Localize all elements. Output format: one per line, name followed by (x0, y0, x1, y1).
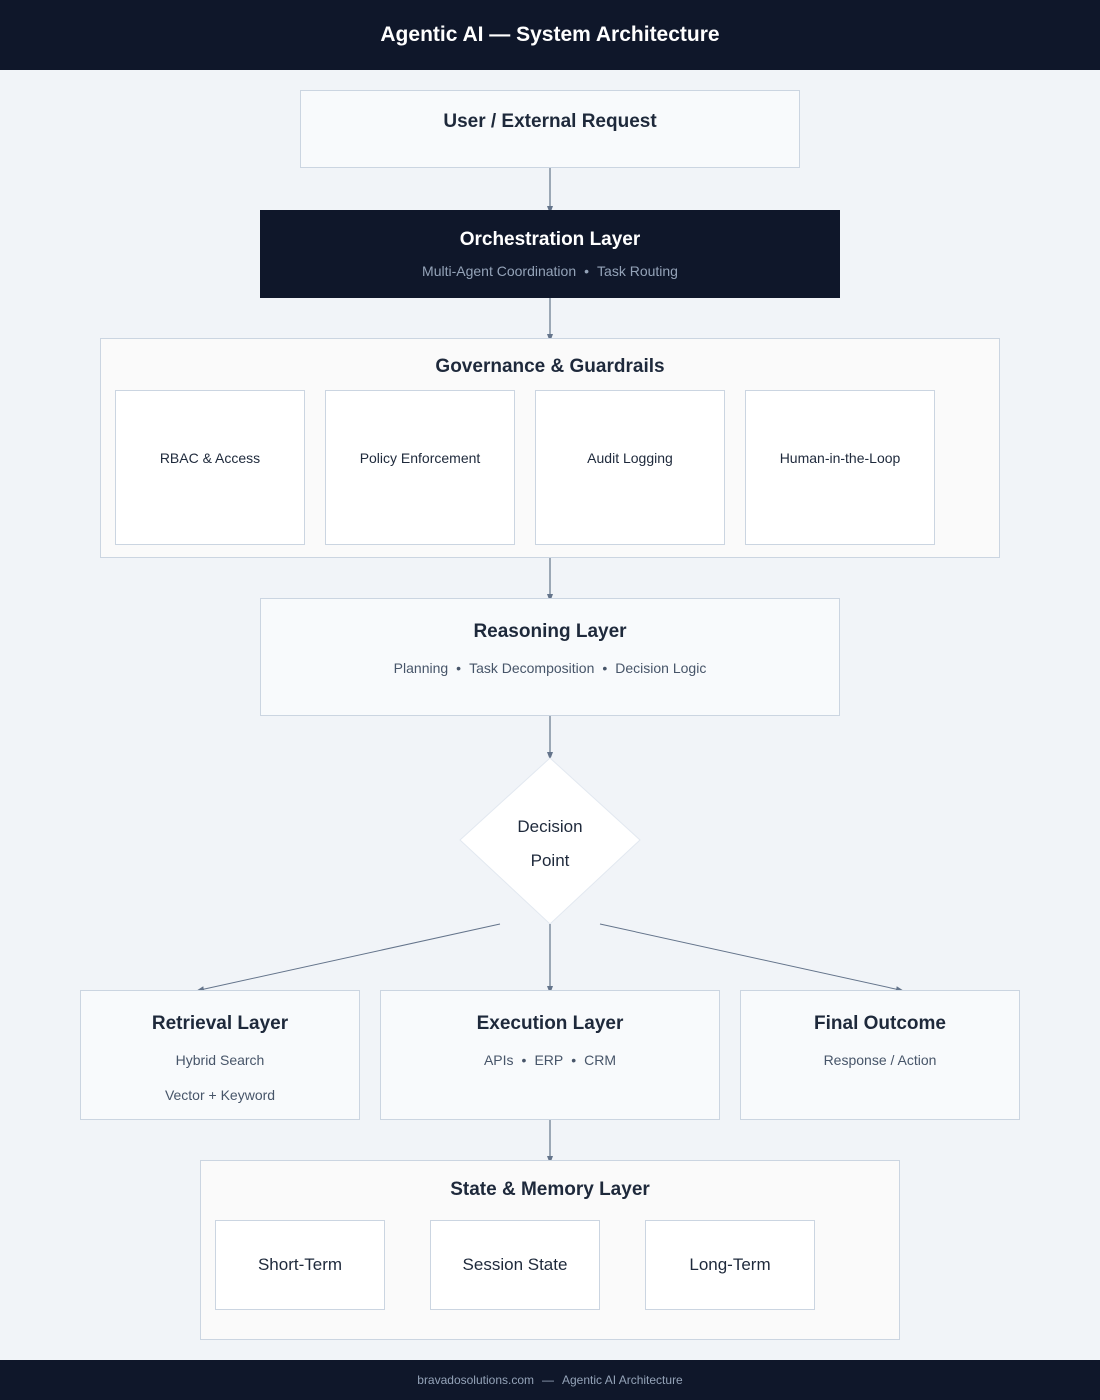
memory-card-label: Long-Term (689, 1255, 771, 1274)
outcome-title: Final Outcome (814, 1013, 946, 1034)
orchestration-item: Task Routing (597, 263, 678, 279)
orchestration-items: Multi-Agent Coordination • Task Routing (261, 263, 839, 279)
memory-card-session-state: Session State (430, 1220, 600, 1310)
decision-line-2: Point (530, 851, 570, 870)
reasoning-title: Reasoning Layer (473, 621, 627, 642)
governance-card-label: Human-in-the-Loop (779, 449, 901, 466)
reasoning-item: Planning (393, 660, 449, 676)
reasoning-item: Task Decomposition (469, 660, 595, 676)
memory-card-short-term: Short-Term (215, 1220, 385, 1310)
footer-dash: — (542, 1373, 554, 1387)
retrieval-layer: Retrieval Layer Hybrid Search Vector + K… (80, 990, 360, 1120)
governance-card-label: Audit Logging (587, 449, 673, 466)
footer: bravadosolutions.com — Agentic AI Archit… (0, 1360, 1100, 1400)
execution-item: CRM (584, 1052, 617, 1068)
retrieval-title: Retrieval Layer (151, 1013, 289, 1034)
bullet-separator: • (521, 1052, 527, 1068)
request-title: User / External Request (443, 111, 657, 132)
memory-card-label: Short-Term (257, 1255, 343, 1274)
execution-items: APIs • ERP • CRM (381, 1052, 719, 1068)
reasoning-layer: Reasoning Layer Planning • Task Decomposit… (260, 598, 840, 716)
orchestration-title: Orchestration Layer (459, 229, 641, 250)
execution-title: Execution Layer (476, 1013, 624, 1034)
execution-item: APIs (483, 1052, 514, 1068)
governance-card-label: RBAC & Access (159, 449, 261, 466)
governance-card-audit: Audit Logging (535, 390, 725, 545)
memory-card-label: Session State (462, 1255, 568, 1274)
bullet-separator: • (602, 660, 608, 676)
retrieval-line-2: Vector + Keyword (164, 1087, 276, 1103)
arrow-decision-to-outcome (599, 923, 904, 993)
governance-card-rbac: RBAC & Access (115, 390, 305, 545)
retrieval-line-1: Hybrid Search (175, 1052, 265, 1068)
reasoning-item: Decision Logic (615, 660, 707, 676)
bullet-separator: • (571, 1052, 577, 1068)
reasoning-items: Planning • Task Decomposition • Decision Log… (261, 660, 839, 676)
memory-card-long-term: Long-Term (645, 1220, 815, 1310)
governance-card-hitl: Human-in-the-Loop (745, 390, 935, 545)
execution-layer: Execution Layer APIs • ERP • CRM (380, 990, 720, 1120)
request-box: User / External Request (300, 90, 800, 168)
outcome-line-1: Response / Action (823, 1052, 937, 1068)
execution-item: ERP (534, 1052, 564, 1068)
governance-card-label: Policy Enforcement (359, 449, 481, 466)
final-outcome: Final Outcome Response / Action (740, 990, 1020, 1120)
orchestration-item: Multi-Agent Coordination (422, 263, 577, 279)
governance-card-policy: Policy Enforcement (325, 390, 515, 545)
arrow-decision-to-retrieval (196, 923, 501, 993)
footer-site-link[interactable]: bravadosolutions.com (417, 1373, 534, 1387)
bullet-separator: • (456, 660, 462, 676)
decision-point-label: Decision Point (470, 810, 630, 878)
orchestration-layer: Orchestration Layer Multi-Agent Coordina… (260, 210, 840, 298)
decision-line-1: Decision (517, 817, 583, 836)
memory-title: State & Memory Layer (450, 1179, 650, 1200)
footer-label: Agentic AI Architecture (562, 1373, 683, 1387)
diagram-title: Agentic AI — System Architecture (380, 23, 720, 46)
governance-title: Governance & Guardrails (435, 356, 665, 377)
bullet-separator: • (584, 263, 590, 279)
diagram-header: Agentic AI — System Architecture (0, 0, 1100, 70)
